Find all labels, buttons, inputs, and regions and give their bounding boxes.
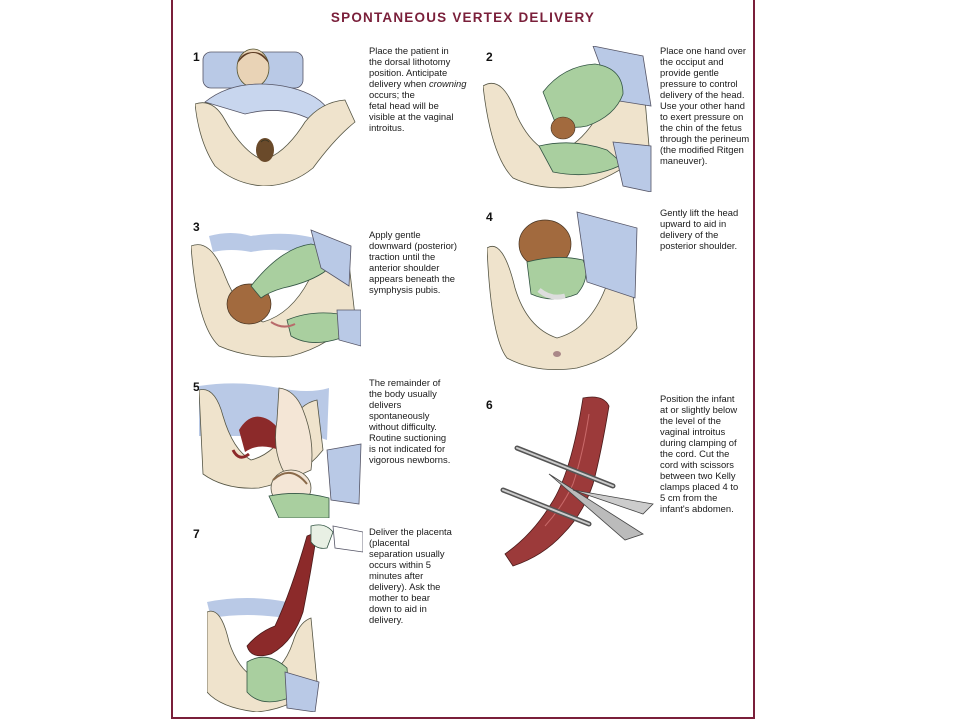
step-5-illustration	[199, 380, 363, 518]
step-1-illustration	[195, 42, 363, 186]
step-4-illustration	[487, 208, 643, 372]
step-5-number: 5	[193, 380, 200, 394]
step-5-text: The remainder of the body usually delive…	[369, 377, 451, 465]
step-7-text: Deliver the placenta (placental separati…	[369, 526, 452, 625]
step-2-text: Place one hand over the occiput and prov…	[660, 45, 750, 166]
step-2-number: 2	[486, 50, 493, 64]
step-3-text: Apply gentle downward (posterior) tracti…	[369, 229, 458, 295]
page-frame: SPONTANEOUS VERTEX DELIVERY 1 Place the …	[171, 0, 755, 719]
step-4-number: 4	[486, 210, 493, 224]
step-2-illustration	[483, 46, 653, 192]
step-7-number: 7	[193, 527, 200, 541]
step-1-text: Place the patient in the dorsal lithotom…	[369, 45, 467, 133]
step-3-illustration	[191, 226, 361, 358]
step-6-illustration	[493, 394, 657, 570]
step-7-illustration	[207, 522, 363, 712]
step-1-emphasis: crowning	[428, 78, 467, 89]
step-6-text: Position the infant at or slightly below…	[660, 393, 739, 514]
step-1-number: 1	[193, 50, 200, 64]
page-title: SPONTANEOUS VERTEX DELIVERY	[330, 10, 596, 25]
step-4-text: Gently lift the head upward to aid in de…	[660, 207, 739, 251]
step-6-number: 6	[486, 398, 493, 412]
step-3-number: 3	[193, 220, 200, 234]
